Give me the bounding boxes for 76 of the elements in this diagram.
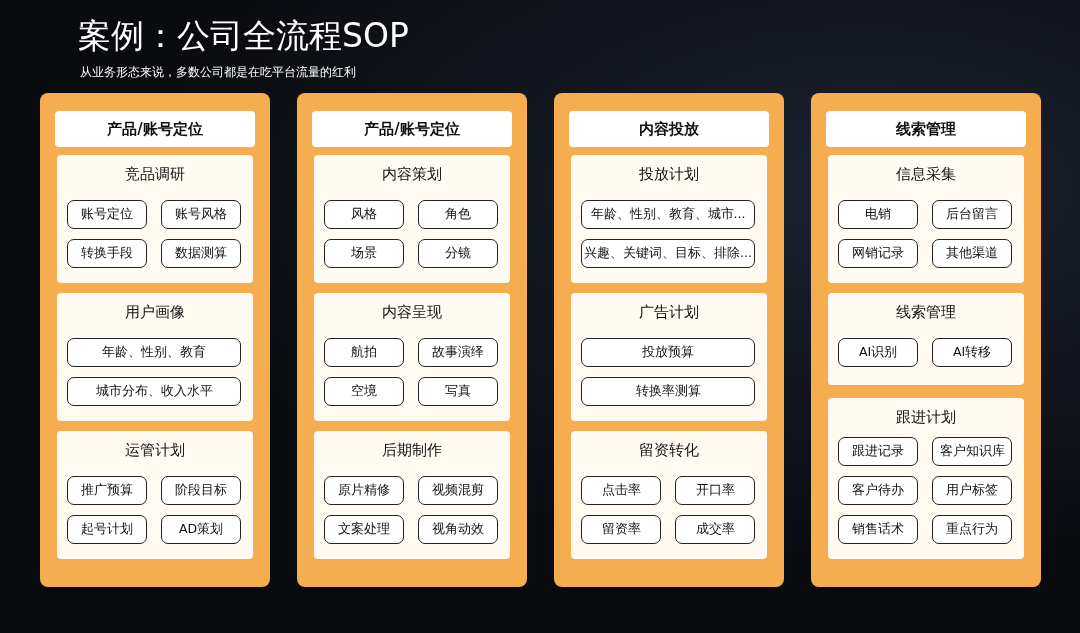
column-panel [297,93,527,587]
tag-pill: 转换率测算 [581,377,755,406]
tag-pill: 后台留言 [932,200,1012,229]
section-title: 运管计划 [124,441,186,460]
tag-pill: 风格 [324,200,404,229]
section-title: 内容呈现 [381,303,443,322]
section-card [828,155,1024,283]
tag-pill: AI识别 [838,338,918,367]
tag-pill: 账号定位 [67,200,147,229]
section-title: 跟进计划 [895,408,957,427]
tag-pill: 账号风格 [161,200,241,229]
section-card [828,398,1024,559]
tag-pill: 兴趣、关键词、目标、排除... [581,239,755,268]
tag-pill: 推广预算 [67,476,147,505]
tag-pill: 转换手段 [67,239,147,268]
tag-pill: 重点行为 [932,515,1012,544]
tag-pill: 客户待办 [838,476,918,505]
tag-pill: 视频混剪 [418,476,498,505]
section-title: 投放计划 [638,165,700,184]
column-header: 线索管理 [826,111,1026,147]
tag-pill: 数据测算 [161,239,241,268]
tag-pill: 起号计划 [67,515,147,544]
tag-pill: 电销 [838,200,918,229]
tag-pill: AD策划 [161,515,241,544]
column-panel [554,93,784,587]
tag-pill: 跟进记录 [838,437,918,466]
tag-pill: 年龄、性别、教育、城市... [581,200,755,229]
section-card [828,293,1024,385]
section-card [57,155,253,283]
tag-pill: 角色 [418,200,498,229]
column-header: 内容投放 [569,111,769,147]
column-header: 产品/账号定位 [312,111,512,147]
subtitle: 从业务形态来说，多数公司都是在吃平台流量的红利 [80,64,356,81]
tag-pill: 销售话术 [838,515,918,544]
section-card [571,431,767,559]
section-title: 线索管理 [895,303,957,322]
section-card [314,293,510,421]
tag-pill: 开口率 [675,476,755,505]
column-panel [811,93,1041,587]
tag-pill: 视角动效 [418,515,498,544]
tag-pill: 其他渠道 [932,239,1012,268]
tag-pill: 原片精修 [324,476,404,505]
tag-pill: 投放预算 [581,338,755,367]
tag-pill: 网销记录 [838,239,918,268]
tag-pill: 场景 [324,239,404,268]
tag-pill: 城市分布、收入水平 [67,377,241,406]
tag-pill: 文案处理 [324,515,404,544]
section-title: 留资转化 [638,441,700,460]
section-title: 竞品调研 [124,165,186,184]
section-title: 后期制作 [381,441,443,460]
tag-pill: 阶段目标 [161,476,241,505]
section-title: 信息采集 [895,165,957,184]
section-card [314,155,510,283]
tag-pill: 分镜 [418,239,498,268]
section-card [314,431,510,559]
tag-pill: AI转移 [932,338,1012,367]
section-title: 广告计划 [638,303,700,322]
tag-pill: 客户知识库 [932,437,1012,466]
tag-pill: 故事演绎 [418,338,498,367]
section-card [57,431,253,559]
tag-pill: 成交率 [675,515,755,544]
tag-pill: 点击率 [581,476,661,505]
section-title: 用户画像 [124,303,186,322]
tag-pill: 用户标签 [932,476,1012,505]
tag-pill: 留资率 [581,515,661,544]
column-panel [40,93,270,587]
section-card [571,155,767,283]
column-header: 产品/账号定位 [55,111,255,147]
section-card [571,293,767,421]
tag-pill: 写真 [418,377,498,406]
tag-pill: 年龄、性别、教育 [67,338,241,367]
tag-pill: 空境 [324,377,404,406]
title: 案例：公司全流程SOP [78,15,409,57]
tag-pill: 航拍 [324,338,404,367]
section-title: 内容策划 [381,165,443,184]
section-card [57,293,253,421]
